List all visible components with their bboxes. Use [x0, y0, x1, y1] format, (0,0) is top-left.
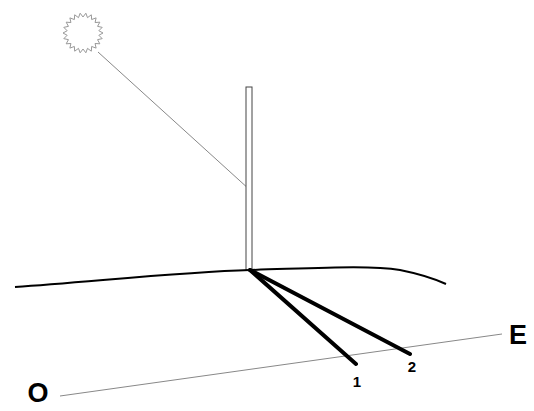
sun-ray: [98, 52, 250, 190]
callout-number: 2: [408, 359, 416, 374]
ground-line: [15, 267, 446, 287]
gnomon-pole: [246, 87, 252, 270]
direction-letter: O: [27, 380, 48, 407]
direction-letter: E: [509, 322, 527, 349]
sun-outline: [63, 13, 103, 53]
callout-number: 1: [353, 374, 361, 389]
sun-symbol: [63, 13, 103, 53]
west-east-line: [60, 334, 502, 396]
shadow-line: [250, 270, 410, 354]
